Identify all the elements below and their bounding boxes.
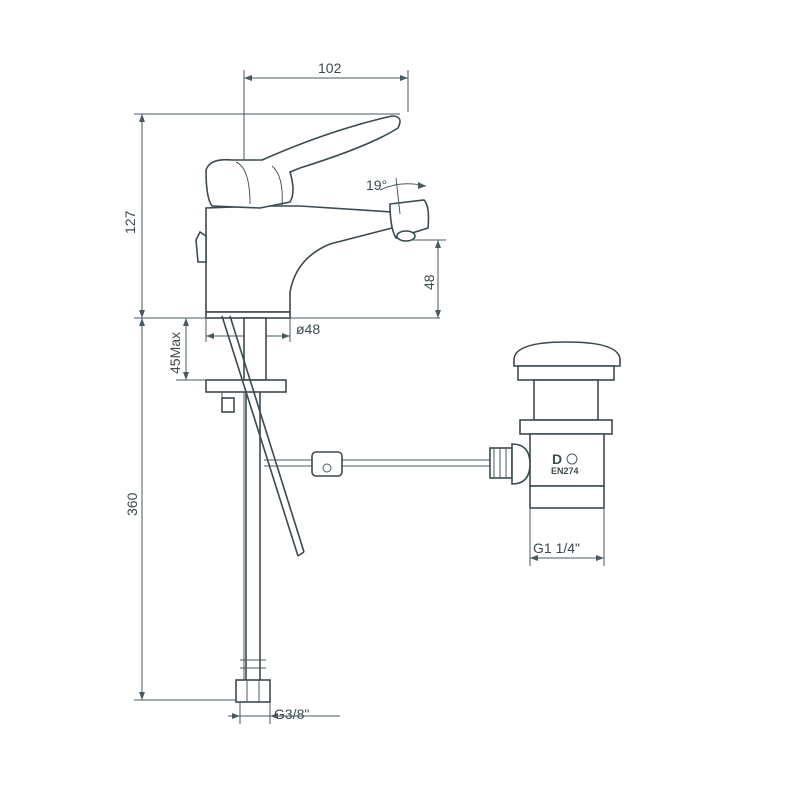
dimension-width-label: 102: [318, 60, 342, 76]
deck-mounting: ø48: [205, 317, 320, 413]
dimension-height-label: 127: [122, 210, 138, 234]
deck-thickness-label: 45Max: [167, 332, 183, 374]
dimension-inlet-thread: G3/8": [228, 702, 340, 724]
faucet-body: [195, 115, 430, 319]
hose-length-label: 360: [124, 492, 140, 516]
waste-logo-code: EN274: [551, 466, 579, 476]
dimension-deck-thickness: 45Max: [167, 317, 206, 381]
dimension-hose-length: 360: [124, 318, 236, 701]
dimension-width: 102: [243, 60, 409, 112]
flexible-hose: [235, 392, 271, 703]
spout-height-label: 48: [421, 274, 437, 290]
pop-up-waste: D EN274: [511, 341, 621, 566]
dimension-spout-height: 48: [410, 239, 446, 318]
waste-logo-icon: [566, 453, 578, 465]
dimension-spout-angle: 19°: [366, 177, 427, 215]
base-diameter-label: ø48: [296, 321, 320, 337]
connecting-rod: [264, 447, 513, 479]
waste-thread-label: G1 1/4": [533, 540, 580, 556]
waste-logo-mark: D: [552, 451, 562, 467]
inlet-thread-label: G3/8": [274, 706, 309, 722]
dimension-waste-thread: G1 1/4": [530, 540, 604, 561]
spout-angle-label: 19°: [366, 177, 387, 193]
lift-rod: [221, 315, 305, 557]
